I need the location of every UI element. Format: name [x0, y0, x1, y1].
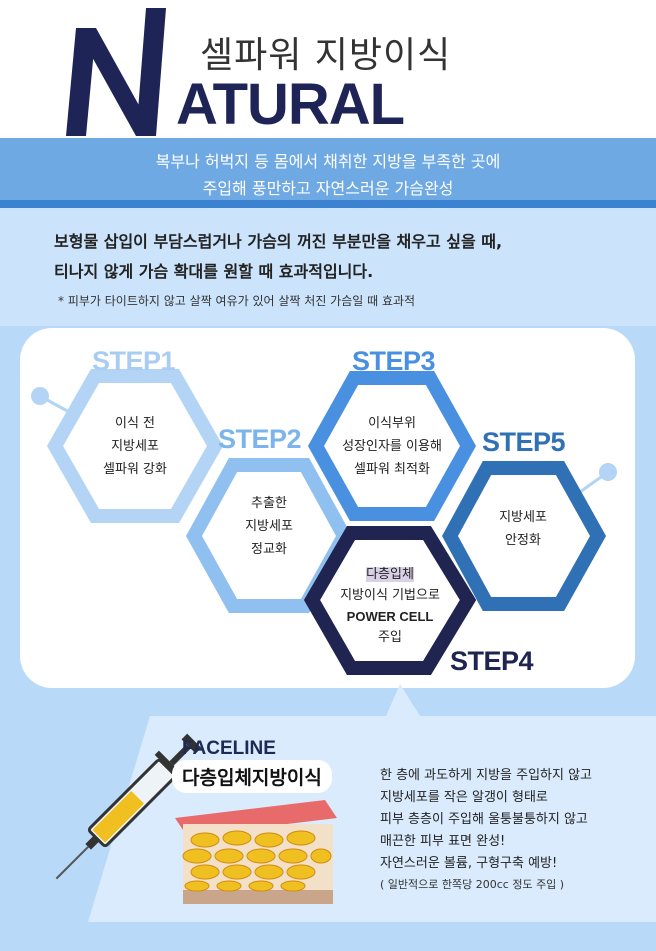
faceline-desc-2: 지방세포를 작은 알갱이 형태로	[380, 790, 548, 805]
intro-line-1: 보형물 삽입이 부담스럽거나 가슴의 꺼진 부분만을 채우고 싶을 때,	[54, 232, 503, 251]
connector-dot	[31, 387, 49, 405]
step3-label: STEP3	[352, 346, 436, 376]
faceline-note: ( 일반적으로 한쪽당 200cc 정도 주입 )	[380, 878, 565, 891]
banner-divider	[0, 200, 656, 208]
faceline-title-ko: 다층입체지방이식	[172, 760, 332, 793]
step3-hexagon	[307, 371, 477, 521]
summary-banner: 복부나 허벅지 등 몸에서 채취한 지방을 부족한 곳에 주입해 풍만하고 자연…	[0, 138, 656, 208]
n-letter-logo	[66, 8, 166, 136]
step2-text: 추출한 지방세포 정교화	[245, 496, 293, 557]
banner-line-2: 주입해 풍만하고 자연스러운 가슴완성	[202, 179, 454, 198]
faceline-desc-4: 매끈한 피부 표면 완성!	[380, 834, 506, 849]
step2-label: STEP2	[218, 424, 302, 454]
hero-subtitle: 셀파워 지방이식	[200, 35, 452, 76]
step4-label: STEP4	[450, 646, 534, 676]
connector-dot	[599, 463, 617, 481]
step4-hexagon	[303, 526, 477, 675]
intro-section: 보형물 삽입이 부담스럽거나 가슴의 꺼진 부분만을 채우고 싶을 때, 티나지…	[0, 208, 656, 326]
step3-text: 이식부위 성장인자를 이용해 셀파워 최적화	[342, 416, 442, 477]
step2-hexagon	[186, 458, 352, 613]
fat-layers-illustration	[175, 800, 337, 904]
step1-hexagon	[46, 369, 224, 523]
faceline-title-en: FACELINE	[182, 738, 276, 759]
step5-label: STEP5	[482, 427, 566, 457]
step1-label: STEP1	[92, 346, 176, 376]
step5-hexagon	[442, 461, 607, 611]
step1-text: 이식 전 지방세포 셀파워 강화	[103, 416, 167, 477]
faceline-desc-3: 피부 층층이 주입해 울퉁불퉁하지 않고	[380, 812, 588, 827]
banner-line-1: 복부나 허벅지 등 몸에서 채취한 지방을 부족한 곳에	[155, 152, 501, 171]
syringe-icon	[55, 733, 202, 880]
intro-note: * 피부가 타이트하지 않고 살짝 여유가 있어 살짝 처진 가슴일 때 효과적	[58, 294, 416, 308]
faceline-desc-1: 한 층에 과도하게 지방을 주입하지 않고	[380, 768, 593, 783]
faceline-desc-5: 자연스러운 볼륨, 구형구축 예방!	[380, 856, 558, 871]
step5-text: 지방세포 안정화	[499, 510, 547, 548]
intro-line-2: 티나지 않게 가슴 확대를 원할 때 효과적입니다.	[54, 262, 374, 281]
step4-text: 다층입체 지방이식 기법으로 POWER CELL 주입	[340, 567, 440, 645]
